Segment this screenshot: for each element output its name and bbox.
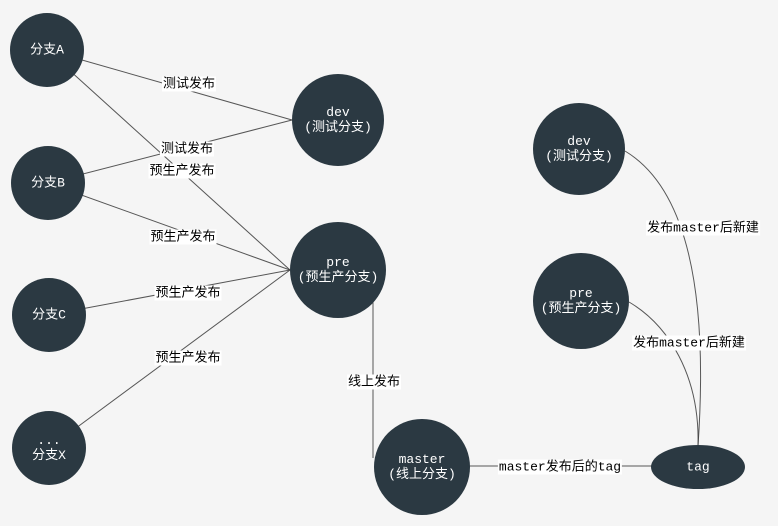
node-master[interactable]: [374, 419, 470, 515]
node-pre-mid[interactable]: [290, 222, 386, 318]
edge-branch-b-to-pre: [47, 182, 291, 271]
node-branch-x[interactable]: [12, 411, 86, 485]
edge-label-branch-b-to-pre: 预生产发布: [149, 229, 217, 245]
edge-label-pre-to-tag: 发布master后新建: [632, 335, 746, 351]
edge-pre-to-tag: [628, 301, 699, 447]
edge-branch-a-to-pre: [46, 49, 291, 271]
node-dev-mid[interactable]: [292, 74, 384, 166]
node-dev-right[interactable]: [533, 103, 625, 195]
node-tag[interactable]: [651, 445, 745, 489]
node-branch-c[interactable]: [12, 278, 86, 352]
edge-label-branch-a-to-pre: 预生产发布: [148, 163, 216, 179]
edge-label-pre-to-master: 线上发布: [346, 374, 402, 390]
edge-label-branch-b-to-dev: 测试发布: [159, 141, 215, 157]
edge-label-master-to-tag: master发布后的tag: [497, 459, 623, 475]
edge-label-branch-x-to-pre: 预生产发布: [154, 350, 222, 366]
edge-label-branch-c-to-pre: 预生产发布: [154, 285, 222, 301]
edge-label-dev-to-tag: 发布master后新建: [646, 220, 760, 236]
edge-dev-to-tag: [624, 150, 702, 447]
node-branch-a[interactable]: [10, 13, 84, 87]
node-pre-right[interactable]: [533, 253, 629, 349]
edge-label-branch-a-to-dev: 测试发布: [161, 76, 217, 92]
node-branch-b[interactable]: [11, 146, 85, 220]
